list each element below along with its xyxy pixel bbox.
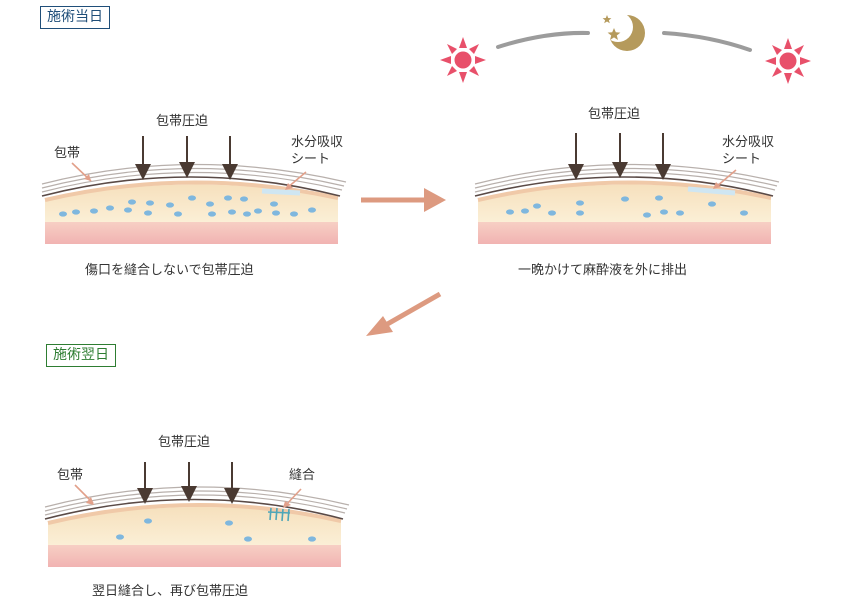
drop — [224, 195, 232, 201]
label-bandage: 包帯 — [54, 146, 81, 161]
anesthetic-drops — [116, 518, 316, 542]
drop — [621, 196, 629, 202]
pressure-arrows — [568, 133, 671, 180]
moon-icon — [603, 12, 645, 51]
pointer-head — [713, 182, 721, 189]
drop — [128, 199, 136, 205]
drop — [144, 210, 152, 216]
next-day-tag: 施術翌日 — [46, 344, 116, 367]
sun-icon — [440, 37, 486, 83]
drop — [676, 210, 684, 216]
drop — [254, 208, 262, 214]
skin-line — [47, 503, 342, 525]
drop — [576, 210, 584, 216]
drop — [166, 202, 174, 208]
drop — [146, 200, 154, 206]
drop — [244, 536, 252, 542]
caption-overnight: 一晩かけて麻酔液を外に排出 — [518, 263, 688, 278]
arc-left — [496, 30, 590, 49]
drop — [106, 205, 114, 211]
anesthetic-drops — [59, 195, 316, 217]
absorbent-sheet — [261, 188, 301, 196]
dermis-layer — [478, 222, 771, 244]
star-icon — [607, 28, 621, 40]
panel-next-day — [44, 462, 350, 567]
label-bandage: 包帯 — [57, 468, 84, 483]
drop — [225, 520, 233, 526]
flow-arrow-down-left — [366, 291, 442, 336]
drop — [506, 209, 514, 215]
star-icon — [602, 15, 612, 24]
caption-day-of: 傷口を縫合しないで包帯圧迫 — [85, 263, 254, 278]
label-absorbent-sheet-line2: シート — [291, 152, 331, 167]
caption-next-day: 翌日縫合し、再び包帯圧迫 — [92, 584, 249, 599]
drop — [308, 536, 316, 542]
drop — [708, 201, 716, 207]
drop — [243, 211, 251, 217]
day-of-tag: 施術当日 — [40, 6, 110, 29]
drop — [308, 207, 316, 213]
drop — [272, 210, 280, 216]
label-pressure: 包帯圧迫 — [588, 107, 641, 122]
drop — [208, 211, 216, 217]
pointer-head — [283, 501, 291, 508]
drop — [59, 211, 67, 217]
drop — [290, 211, 298, 217]
pointer-head — [285, 183, 293, 190]
pointer-head — [86, 497, 94, 505]
pointer-head — [84, 174, 91, 181]
drop — [72, 209, 80, 215]
flow-arrow-right — [361, 188, 446, 212]
anesthetic-drops — [506, 195, 748, 218]
drop — [643, 212, 651, 218]
suture-marks — [267, 507, 291, 522]
drop — [144, 518, 152, 524]
drop — [228, 209, 236, 215]
drop — [548, 210, 556, 216]
drop — [576, 200, 584, 206]
arc-right — [662, 31, 752, 52]
drop — [521, 208, 529, 214]
drop — [206, 201, 214, 207]
drop — [188, 195, 196, 201]
day-night-cycle — [440, 12, 811, 84]
dermis-layer — [45, 222, 338, 244]
pressure-arrows — [135, 136, 238, 180]
drop — [660, 209, 668, 215]
drop — [174, 211, 182, 217]
dermis-layer — [48, 545, 341, 567]
drop — [740, 210, 748, 216]
drop — [240, 196, 248, 202]
absorbent-sheet — [687, 186, 736, 196]
label-pressure: 包帯圧迫 — [156, 114, 209, 129]
drop — [124, 207, 132, 213]
pointer-sheet — [715, 169, 737, 188]
fat-layer — [45, 184, 338, 222]
drop — [270, 201, 278, 207]
label-pressure: 包帯圧迫 — [158, 435, 211, 450]
label-suture: 縫合 — [289, 468, 316, 483]
drop — [116, 534, 124, 540]
drop — [533, 203, 541, 209]
drop — [655, 195, 663, 201]
label-absorbent-sheet-line2: シート — [722, 152, 762, 167]
drop — [90, 208, 98, 214]
label-absorbent-sheet-line1: 水分吸収 — [291, 135, 344, 150]
pressure-arrows — [137, 462, 240, 504]
panel-overnight — [474, 133, 780, 244]
sun-icon — [765, 38, 811, 84]
label-absorbent-sheet-line1: 水分吸収 — [722, 135, 775, 150]
panel-day-of — [41, 136, 347, 244]
